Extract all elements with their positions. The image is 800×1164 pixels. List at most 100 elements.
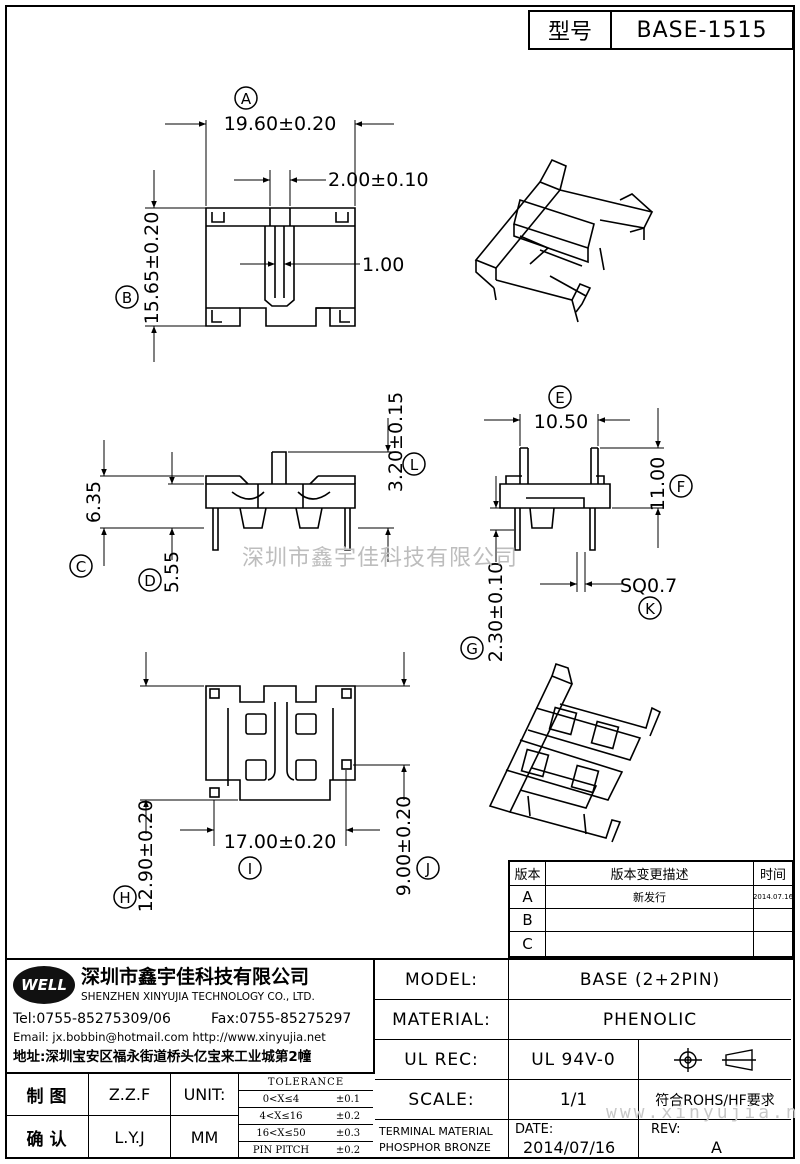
company-tel: Tel:0755-85275309/06 [13, 1011, 171, 1027]
watermark-url: www.xinyujia.net [606, 1102, 800, 1123]
tol-row-3-value: ±0.3 [323, 1125, 373, 1142]
header-model-box: 型号 BASE-1515 [528, 10, 794, 50]
dim-G-text: 2.30±0.10 [485, 562, 507, 663]
rev-row-c-date [754, 932, 792, 956]
dim-E-text: 10.50 [534, 411, 588, 433]
dim-rib-text: 1.00 [362, 254, 404, 276]
marker-J: J [416, 856, 440, 880]
checked-label: 确 认 [5, 1116, 89, 1159]
svg-text:K: K [645, 600, 656, 618]
dim-D-text: 5.55 [161, 551, 183, 593]
marker-K: K [638, 596, 662, 620]
company-logo: WELL [13, 966, 75, 1004]
rev-header-date: 时间 [754, 862, 792, 886]
company-panel: WELL 深圳市鑫宇佳科技有限公司 SHENZHEN XINYUJIA TECH… [5, 960, 375, 1072]
model-label: MODEL: [375, 960, 509, 1000]
drawn-value: Z.Z.F [89, 1074, 171, 1116]
svg-text:G: G [466, 640, 478, 658]
revision-table: 版本 版本变更描述 时间 A 新发行 2014.07.16 B C [508, 860, 794, 958]
company-name-en: SHENZHEN XINYUJIA TECHNOLOGY CO., LTD. [81, 991, 315, 1003]
dim-B-text: 15.65±0.20 [141, 212, 163, 325]
watermark-text: 深圳市鑫宇佳科技有限公司 [242, 546, 519, 571]
material-value: PHENOLIC [509, 1000, 791, 1040]
rev-header-desc: 版本变更描述 [546, 862, 754, 886]
tol-row-1-value: ±0.1 [323, 1091, 373, 1108]
svg-text:F: F [677, 478, 686, 496]
dim-slot-text: 2.00±0.10 [328, 169, 429, 191]
isometric-view-bottom [488, 662, 662, 843]
marker-B: B [115, 285, 139, 309]
rev-row-b-date [754, 909, 792, 932]
drawn-label: 制 图 [5, 1074, 89, 1116]
company-fax: Fax:0755-85275297 [211, 1011, 352, 1027]
unit-value: MM [171, 1116, 239, 1159]
top-view [205, 207, 356, 327]
rev-header-version: 版本 [510, 862, 546, 886]
tol-row-1-range: 0<X≤4 [239, 1091, 323, 1108]
tol-row-3-range: 16<X≤50 [239, 1125, 323, 1142]
scale-label: SCALE: [375, 1080, 509, 1120]
marker-I: I [238, 856, 262, 880]
marker-F: F [669, 474, 693, 498]
marker-G: G [460, 636, 484, 660]
terminal-material-label: TERMINAL MATERIAL [379, 1125, 493, 1138]
model-value: BASE (2+2PIN) [509, 960, 791, 1000]
marker-D: D [138, 568, 162, 592]
dim-K-text: SQ0.7 [620, 575, 677, 597]
header-model-value: BASE-1515 [636, 17, 768, 43]
company-name-cn: 深圳市鑫宇佳科技有限公司 [81, 966, 310, 988]
rev-row-b-rev: B [510, 909, 546, 932]
rev-row-c-desc [546, 932, 754, 956]
tolerance-table: TOLERANCE 0<X≤4 ±0.1 4<X≤16 ±0.2 16<X≤50… [239, 1074, 373, 1159]
dim-A-text: 19.60±0.20 [224, 113, 337, 135]
rohs-note: 符合ROHS/HF要求 [639, 1080, 791, 1120]
dim-F-text: 11.00 [647, 457, 669, 511]
marker-L: L [402, 452, 426, 476]
bottom-view [205, 685, 356, 801]
svg-text:A: A [241, 90, 252, 108]
unit-label: UNIT: [171, 1074, 239, 1116]
ulrec-value: UL 94V-0 [509, 1040, 639, 1080]
company-address: 地址:深圳宝安区福永街道桥头亿宝来工业城第2幢 [13, 1049, 312, 1065]
marker-A: A [234, 86, 258, 110]
rev-row-b-desc [546, 909, 754, 932]
terminal-material-value: PHOSPHOR BRONZE [379, 1141, 491, 1154]
tol-row-2-value: ±0.2 [323, 1108, 373, 1125]
signoff-grid: 制 图 Z.Z.F 确 认 L.Y.J UNIT: MM TOLERANCE 0… [5, 1072, 375, 1159]
rev-label: REV: [651, 1122, 681, 1137]
info-grid: MODEL: BASE (2+2PIN) MATERIAL: PHENOLIC … [375, 960, 791, 1159]
first-angle-projection-icon [674, 1047, 756, 1072]
svg-text:B: B [122, 289, 132, 307]
dim-I-text: 17.00±0.20 [224, 831, 337, 853]
rev-row-a-date: 2014.07.16 [753, 886, 793, 909]
svg-text:D: D [144, 572, 156, 590]
marker-C: C [69, 554, 93, 578]
drawing-sheet-border [5, 5, 795, 1159]
front-view [205, 451, 356, 551]
svg-text:C: C [76, 558, 86, 576]
date-value: 2014/07/16 [523, 1138, 616, 1157]
tol-row-4-value: ±0.2 [335, 1145, 361, 1156]
date-label: DATE: [515, 1122, 554, 1137]
svg-text:E: E [555, 389, 564, 407]
rev-row-c-rev: C [510, 932, 546, 956]
rev-row-a-rev: A [510, 886, 546, 909]
marker-E: E [548, 385, 572, 409]
tol-row-4-range: PIN PITCH [252, 1145, 310, 1156]
material-label: MATERIAL: [375, 1000, 509, 1040]
dim-H-text: 12.90±0.20 [135, 800, 157, 913]
date-cell: DATE: 2014/07/16 [509, 1120, 639, 1159]
terminal-material: TERMINAL MATERIAL PHOSPHOR BRONZE [375, 1120, 509, 1159]
ulrec-label: UL REC: [375, 1040, 509, 1080]
tol-row-2-range: 4<X≤16 [239, 1108, 323, 1125]
title-block: WELL 深圳市鑫宇佳科技有限公司 SHENZHEN XINYUJIA TECH… [5, 958, 795, 1159]
header-model-label: 型号 [530, 12, 612, 48]
projection-symbol [639, 1040, 791, 1080]
svg-text:J: J [425, 860, 430, 878]
svg-text:I: I [248, 860, 252, 878]
side-view [499, 447, 611, 551]
dim-C-text: 6.35 [83, 481, 105, 523]
svg-text:H: H [119, 889, 130, 907]
svg-text:L: L [410, 456, 419, 474]
